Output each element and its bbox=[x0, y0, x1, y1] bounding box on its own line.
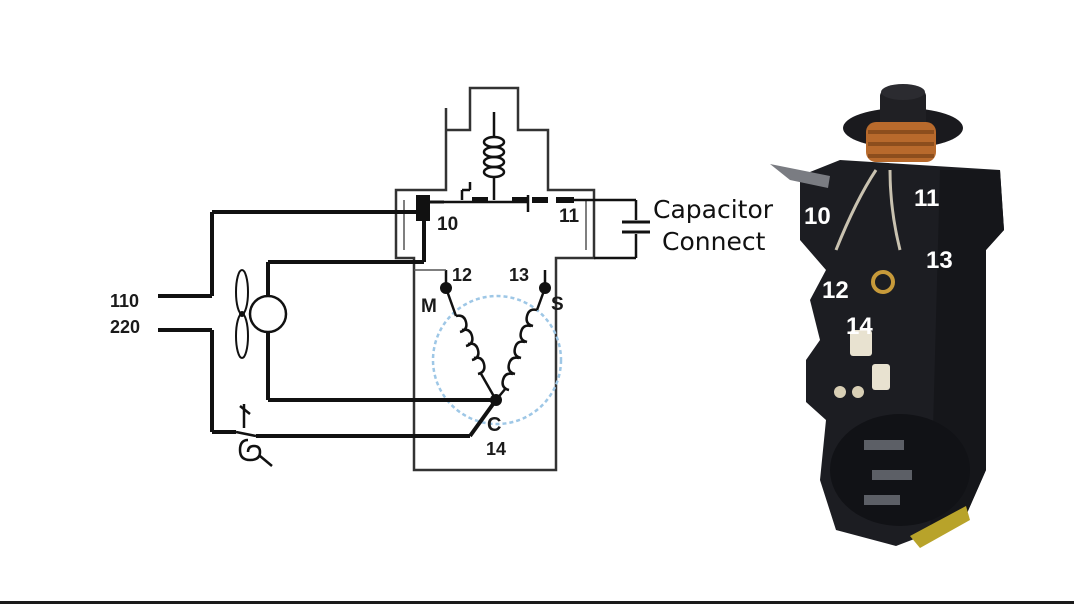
lamp-icon bbox=[248, 294, 288, 334]
terminal-13-label: 13 bbox=[509, 265, 529, 285]
terminal-c-label: C bbox=[487, 414, 501, 436]
terminal-14-label: 14 bbox=[486, 439, 506, 459]
main-winding bbox=[444, 287, 498, 401]
supply-wiring bbox=[158, 210, 498, 438]
schematic-labels: 110 220 10 11 12 13 M S C 14 Capacitor C… bbox=[110, 195, 774, 459]
terminal-11-label: 11 bbox=[559, 206, 580, 227]
relay-photo-icon: 10 11 12 13 14 bbox=[770, 84, 1004, 548]
relay-terminal-10-label: 10 bbox=[804, 203, 831, 230]
capacitor-label-line1: Capacitor bbox=[653, 195, 774, 224]
capacitor-label-line2: Connect bbox=[662, 227, 766, 256]
relay-coil bbox=[460, 112, 506, 200]
terminal-s-label: S bbox=[551, 294, 564, 315]
relay-terminal-11-label: 11 bbox=[914, 185, 939, 212]
terminal-m-label: M bbox=[421, 296, 437, 317]
relay-terminal-13-label: 13 bbox=[926, 247, 953, 274]
relay-terminal-12-label: 12 bbox=[822, 277, 849, 304]
relay-terminal-14-label: 14 bbox=[846, 313, 873, 340]
terminal-12-label: 12 bbox=[452, 265, 472, 285]
supply-220-label: 220 bbox=[110, 317, 140, 337]
terminal-10-label: 10 bbox=[437, 214, 458, 235]
terminal-s-dot bbox=[539, 282, 551, 294]
bottom-border bbox=[0, 601, 1074, 604]
terminal-10-block bbox=[416, 195, 430, 221]
housing-inner-line bbox=[403, 200, 587, 250]
relay-housing-outline bbox=[394, 86, 596, 472]
fan-icon bbox=[235, 269, 249, 359]
start-winding bbox=[495, 287, 547, 401]
thermostat-switch-icon bbox=[235, 404, 273, 467]
supply-110-label: 110 bbox=[110, 291, 139, 311]
motor-winding-circle bbox=[431, 294, 563, 426]
fan-lamp-wiring bbox=[266, 221, 496, 402]
terminal-m-dot bbox=[440, 282, 452, 294]
schematic bbox=[158, 86, 650, 472]
